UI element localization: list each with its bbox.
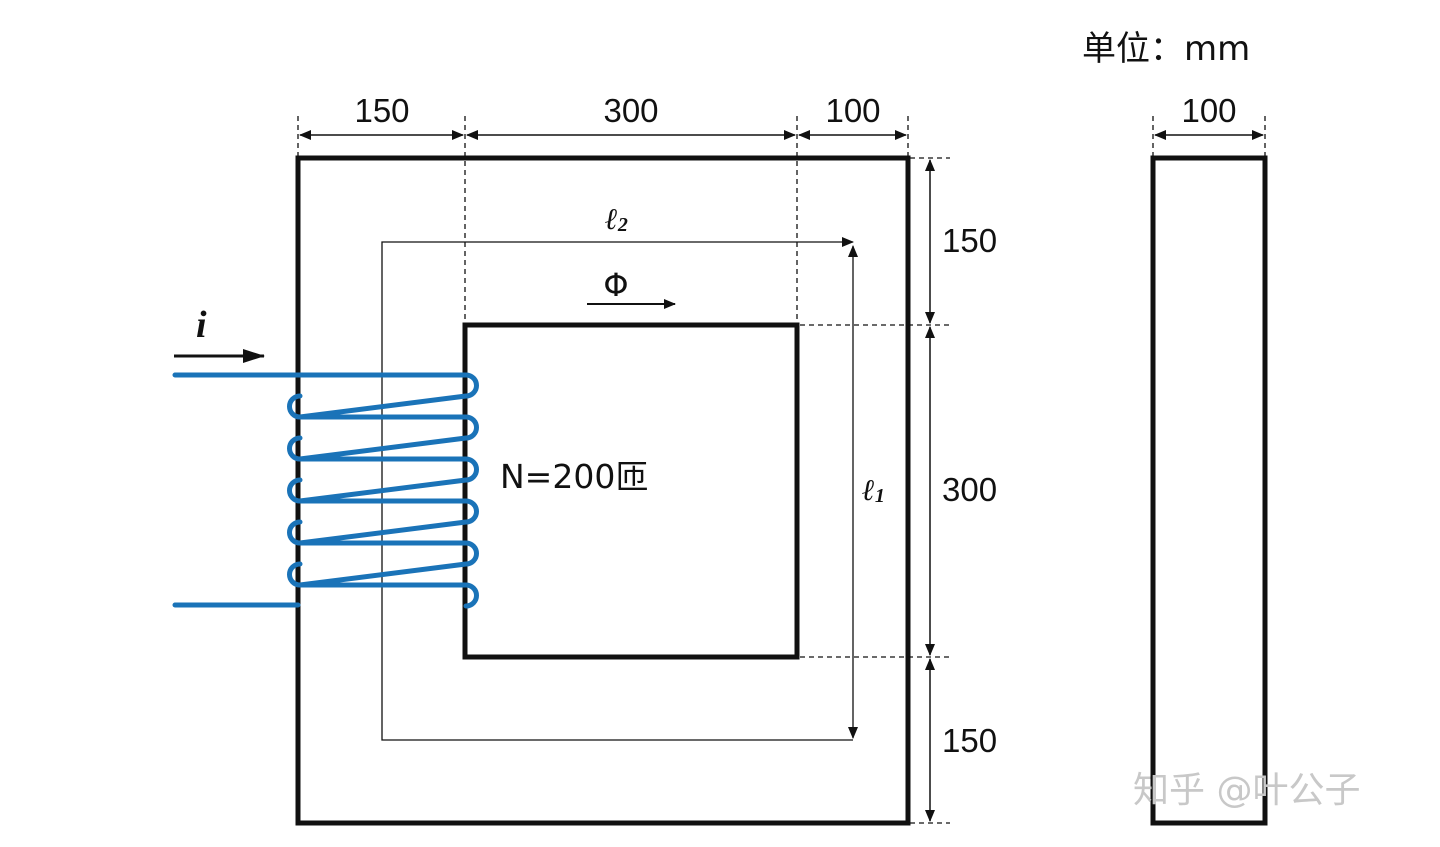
path-label-l1-sub: 1 bbox=[875, 485, 885, 507]
dim-top-middle: 300 bbox=[603, 92, 658, 129]
unit-label: 单位：mm bbox=[1082, 29, 1250, 69]
path-label-l1-main: ℓ bbox=[862, 474, 875, 507]
current-label: i bbox=[196, 304, 207, 346]
dim-right-top: 150 bbox=[942, 222, 997, 259]
vertical-extension-lines bbox=[297, 116, 1266, 323]
dim-right-middle: 300 bbox=[942, 471, 997, 508]
path-label-l1: ℓ1 bbox=[862, 474, 885, 507]
core-window bbox=[462, 322, 800, 660]
dim-top-left: 150 bbox=[354, 92, 409, 129]
dim-side-view-width: 100 bbox=[1181, 92, 1236, 129]
dim-top-right: 100 bbox=[825, 92, 880, 129]
path-label-l2-sub: 2 bbox=[617, 214, 628, 236]
dim-right-bottom: 150 bbox=[942, 722, 997, 759]
horizontal-extension-lines bbox=[800, 157, 950, 824]
core-side-view bbox=[1150, 155, 1268, 826]
turns-label: N=200匝 bbox=[500, 457, 648, 496]
coil-winding bbox=[172, 372, 479, 609]
watermark: 知乎 @叶公子 bbox=[1133, 770, 1360, 811]
flux-label: Φ bbox=[603, 266, 628, 304]
path-label-l2-main: ℓ bbox=[605, 203, 618, 236]
core-outer-boundary bbox=[295, 155, 911, 826]
coil-turns bbox=[172, 372, 479, 609]
path-label-l2: ℓ2 bbox=[605, 203, 628, 236]
